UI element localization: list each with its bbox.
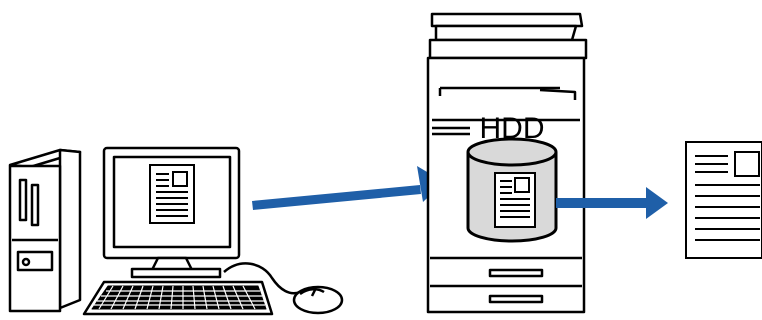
arrow-to-paper — [556, 187, 668, 219]
hdd-label: HDD — [479, 112, 545, 145]
keyboard-icon — [82, 280, 274, 316]
screen-document-icon — [149, 164, 195, 224]
hdd-document-icon — [494, 172, 536, 228]
printed-paper-icon — [685, 141, 762, 259]
arrow-to-printer — [252, 166, 444, 210]
pc-tower-icon — [8, 148, 82, 313]
mouse-icon — [223, 262, 344, 315]
